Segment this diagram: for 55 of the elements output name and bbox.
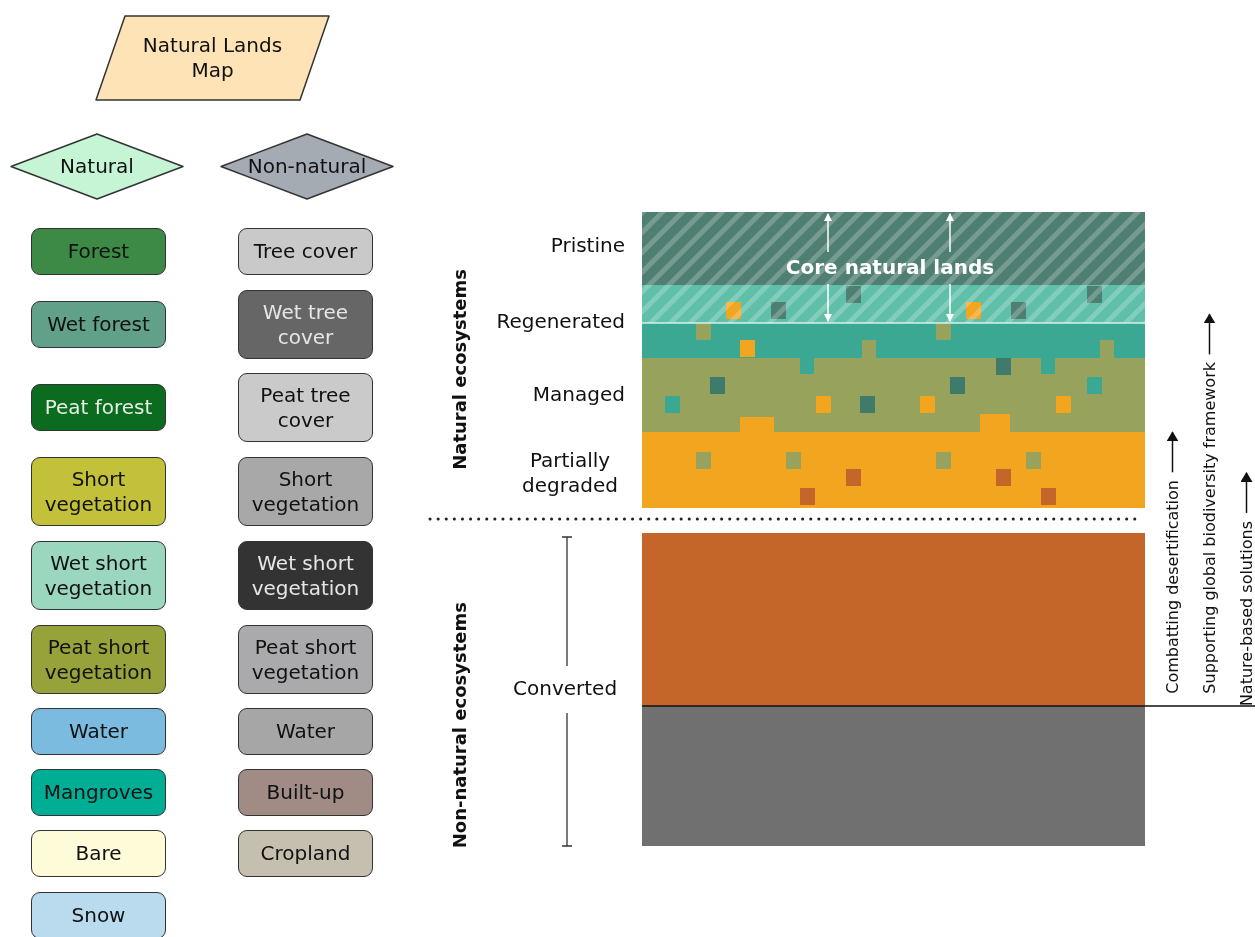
- class-label: Cropland: [259, 841, 352, 866]
- class-label: Snow: [70, 903, 127, 928]
- core-label: Core natural lands: [784, 255, 996, 280]
- group-title: Non-natural ecosystems: [448, 601, 471, 848]
- class-label: Natural Lands Map: [141, 33, 284, 83]
- policy-label: Nature-based solutions: [1236, 520, 1255, 706]
- class-box: [31, 625, 166, 694]
- class-box: [238, 830, 373, 877]
- class-label: Water: [67, 719, 130, 744]
- band-label: Managed: [532, 382, 625, 407]
- policy-label: Supporting global biodiversity framework: [1199, 362, 1220, 694]
- class-label: Wet forest: [46, 312, 151, 337]
- class-label: Short vegetation: [250, 466, 361, 517]
- class-label: Peat forest: [43, 395, 154, 420]
- class-box: [238, 228, 373, 275]
- policy-label: Combatting desertification: [1162, 480, 1183, 694]
- class-label: Peat short vegetation: [43, 634, 154, 685]
- class-label: Built-up: [265, 780, 346, 805]
- class-label: Non-natural: [246, 154, 368, 179]
- class-label: Mangroves: [42, 780, 155, 805]
- band-label: Converted: [513, 676, 618, 701]
- class-box: [238, 290, 373, 359]
- class-label: Peat tree cover: [259, 382, 352, 433]
- band-label: Regenerated: [496, 309, 625, 334]
- class-label: Natural: [59, 154, 135, 179]
- class-label: Forest: [66, 239, 131, 264]
- class-box: [238, 769, 373, 816]
- class-box: [238, 708, 373, 755]
- class-box: [238, 457, 373, 526]
- decision-diamond: [10, 133, 184, 200]
- class-box: [31, 892, 166, 937]
- class-label: Wet short vegetation: [43, 550, 154, 601]
- class-label: Bare: [74, 841, 123, 866]
- class-box: [238, 541, 373, 610]
- group-title: Natural ecosystems: [448, 269, 471, 470]
- class-label: Wet short vegetation: [250, 550, 361, 601]
- class-box: [31, 384, 166, 431]
- class-label: Water: [274, 719, 337, 744]
- band-label: Partially degraded: [521, 448, 619, 498]
- class-box: [238, 373, 373, 442]
- class-box: [238, 625, 373, 694]
- band-label: Pristine: [550, 233, 625, 258]
- class-box: [31, 830, 166, 877]
- class-box: [31, 708, 166, 755]
- class-label: Tree cover: [252, 239, 359, 264]
- class-box: [31, 769, 166, 816]
- class-label: Wet tree cover: [261, 299, 350, 350]
- class-label: Short vegetation: [43, 466, 154, 517]
- class-box: [31, 457, 166, 526]
- class-box: [31, 541, 166, 610]
- input-parallelogram: [95, 15, 330, 101]
- decision-diamond: [220, 133, 394, 200]
- class-box: [31, 228, 166, 275]
- class-box: [31, 301, 166, 348]
- class-label: Peat short vegetation: [250, 634, 361, 685]
